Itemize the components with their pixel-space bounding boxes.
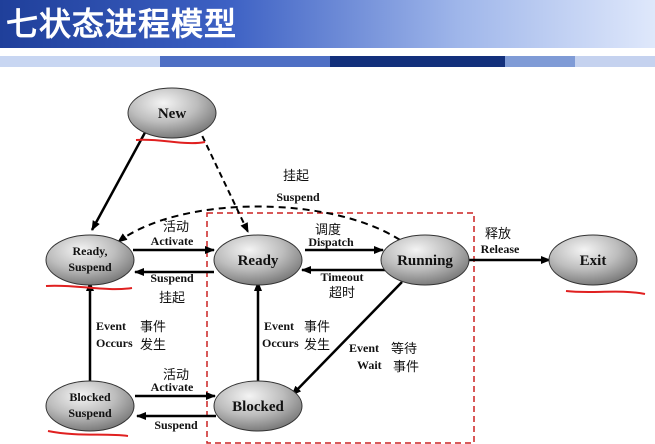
- header-stripe-4: [505, 56, 575, 67]
- underline-new: [135, 138, 206, 145]
- arrow-running-to-blocked: [291, 281, 403, 396]
- label-timeout-en: Timeout: [320, 270, 363, 284]
- node-label-exit: Exit: [580, 253, 607, 269]
- label-suspend-top-cn: 挂起: [283, 169, 309, 184]
- header-stripe-1: [0, 56, 160, 67]
- arrow-running-to-ready-suspend-dashed: [117, 205, 401, 243]
- arrow-new-to-ready-suspend: [90, 126, 150, 231]
- label-timeout-cn: 超时: [329, 286, 355, 301]
- node-ready-suspend: [45, 234, 135, 286]
- node-blocked: [213, 380, 303, 432]
- label-dispatch-en: Dispatch: [308, 235, 354, 249]
- label-activate-cn: 活动: [163, 220, 189, 235]
- arrow-new-to-ready: [197, 126, 249, 233]
- node-blocked-suspend: [45, 380, 135, 432]
- node-label-ready-suspend-2: Suspend: [68, 260, 112, 274]
- label-event-occurs-left-cn2: 发生: [140, 337, 166, 353]
- label-release-cn: 释放: [485, 227, 511, 242]
- header-stripe-3: [330, 56, 505, 67]
- page-title: 七状态进程模型: [6, 5, 238, 43]
- label-event-occurs-left-en2: Occurs: [96, 336, 133, 350]
- label-suspend-left-cn: 挂起: [159, 291, 185, 306]
- label-release-en: Release: [481, 242, 520, 256]
- label-event-wait-cn1: 等待: [391, 341, 417, 357]
- header-stripe-5: [575, 56, 655, 67]
- node-exit: [548, 234, 638, 286]
- node-label-running: Running: [397, 253, 453, 269]
- label-event-occurs-mid-cn2: 发生: [304, 337, 330, 353]
- main-memory-region: [206, 212, 475, 444]
- underline-blocked-suspend: [47, 430, 129, 437]
- label-event-occurs-mid-en2: Occurs: [262, 336, 299, 350]
- label-activate-en: Activate: [151, 234, 194, 248]
- title-bar: 七状态进程模型: [0, 0, 655, 48]
- label-event-occurs-mid-cn1: 事件: [304, 320, 330, 335]
- node-new: [127, 87, 217, 139]
- node-label-blocked: Blocked: [232, 399, 284, 415]
- underline-ready-suspend: [45, 284, 133, 291]
- node-label-ready: Ready: [238, 253, 279, 269]
- label-activate-bottom-en: Activate: [151, 380, 194, 394]
- label-dispatch-cn: 调度: [315, 222, 341, 238]
- label-activate-bottom-cn: 活动: [163, 368, 189, 383]
- node-label-ready-suspend-1: Ready,: [72, 244, 107, 258]
- label-event-wait-cn2: 事件: [393, 360, 419, 375]
- label-suspend-top-en: Suspend: [276, 190, 320, 204]
- label-suspend-bottom-en: Suspend: [154, 418, 198, 432]
- label-event-occurs-left-cn1: 事件: [140, 320, 166, 335]
- node-running: [380, 234, 470, 286]
- node-ready: [213, 234, 303, 286]
- node-label-blocked-suspend-1: Blocked: [69, 390, 111, 404]
- label-event-wait-en2: Wait: [357, 358, 382, 372]
- label-suspend-left-en: Suspend: [150, 271, 194, 285]
- label-event-occurs-left-en1: Event: [96, 319, 126, 333]
- node-label-blocked-suspend-2: Suspend: [68, 406, 112, 420]
- label-event-occurs-mid-en1: Event: [264, 319, 294, 333]
- node-label-new: New: [158, 106, 186, 122]
- underline-exit: [565, 290, 646, 295]
- header-stripe-2: [160, 56, 330, 67]
- label-event-wait-en1: Event: [349, 341, 379, 355]
